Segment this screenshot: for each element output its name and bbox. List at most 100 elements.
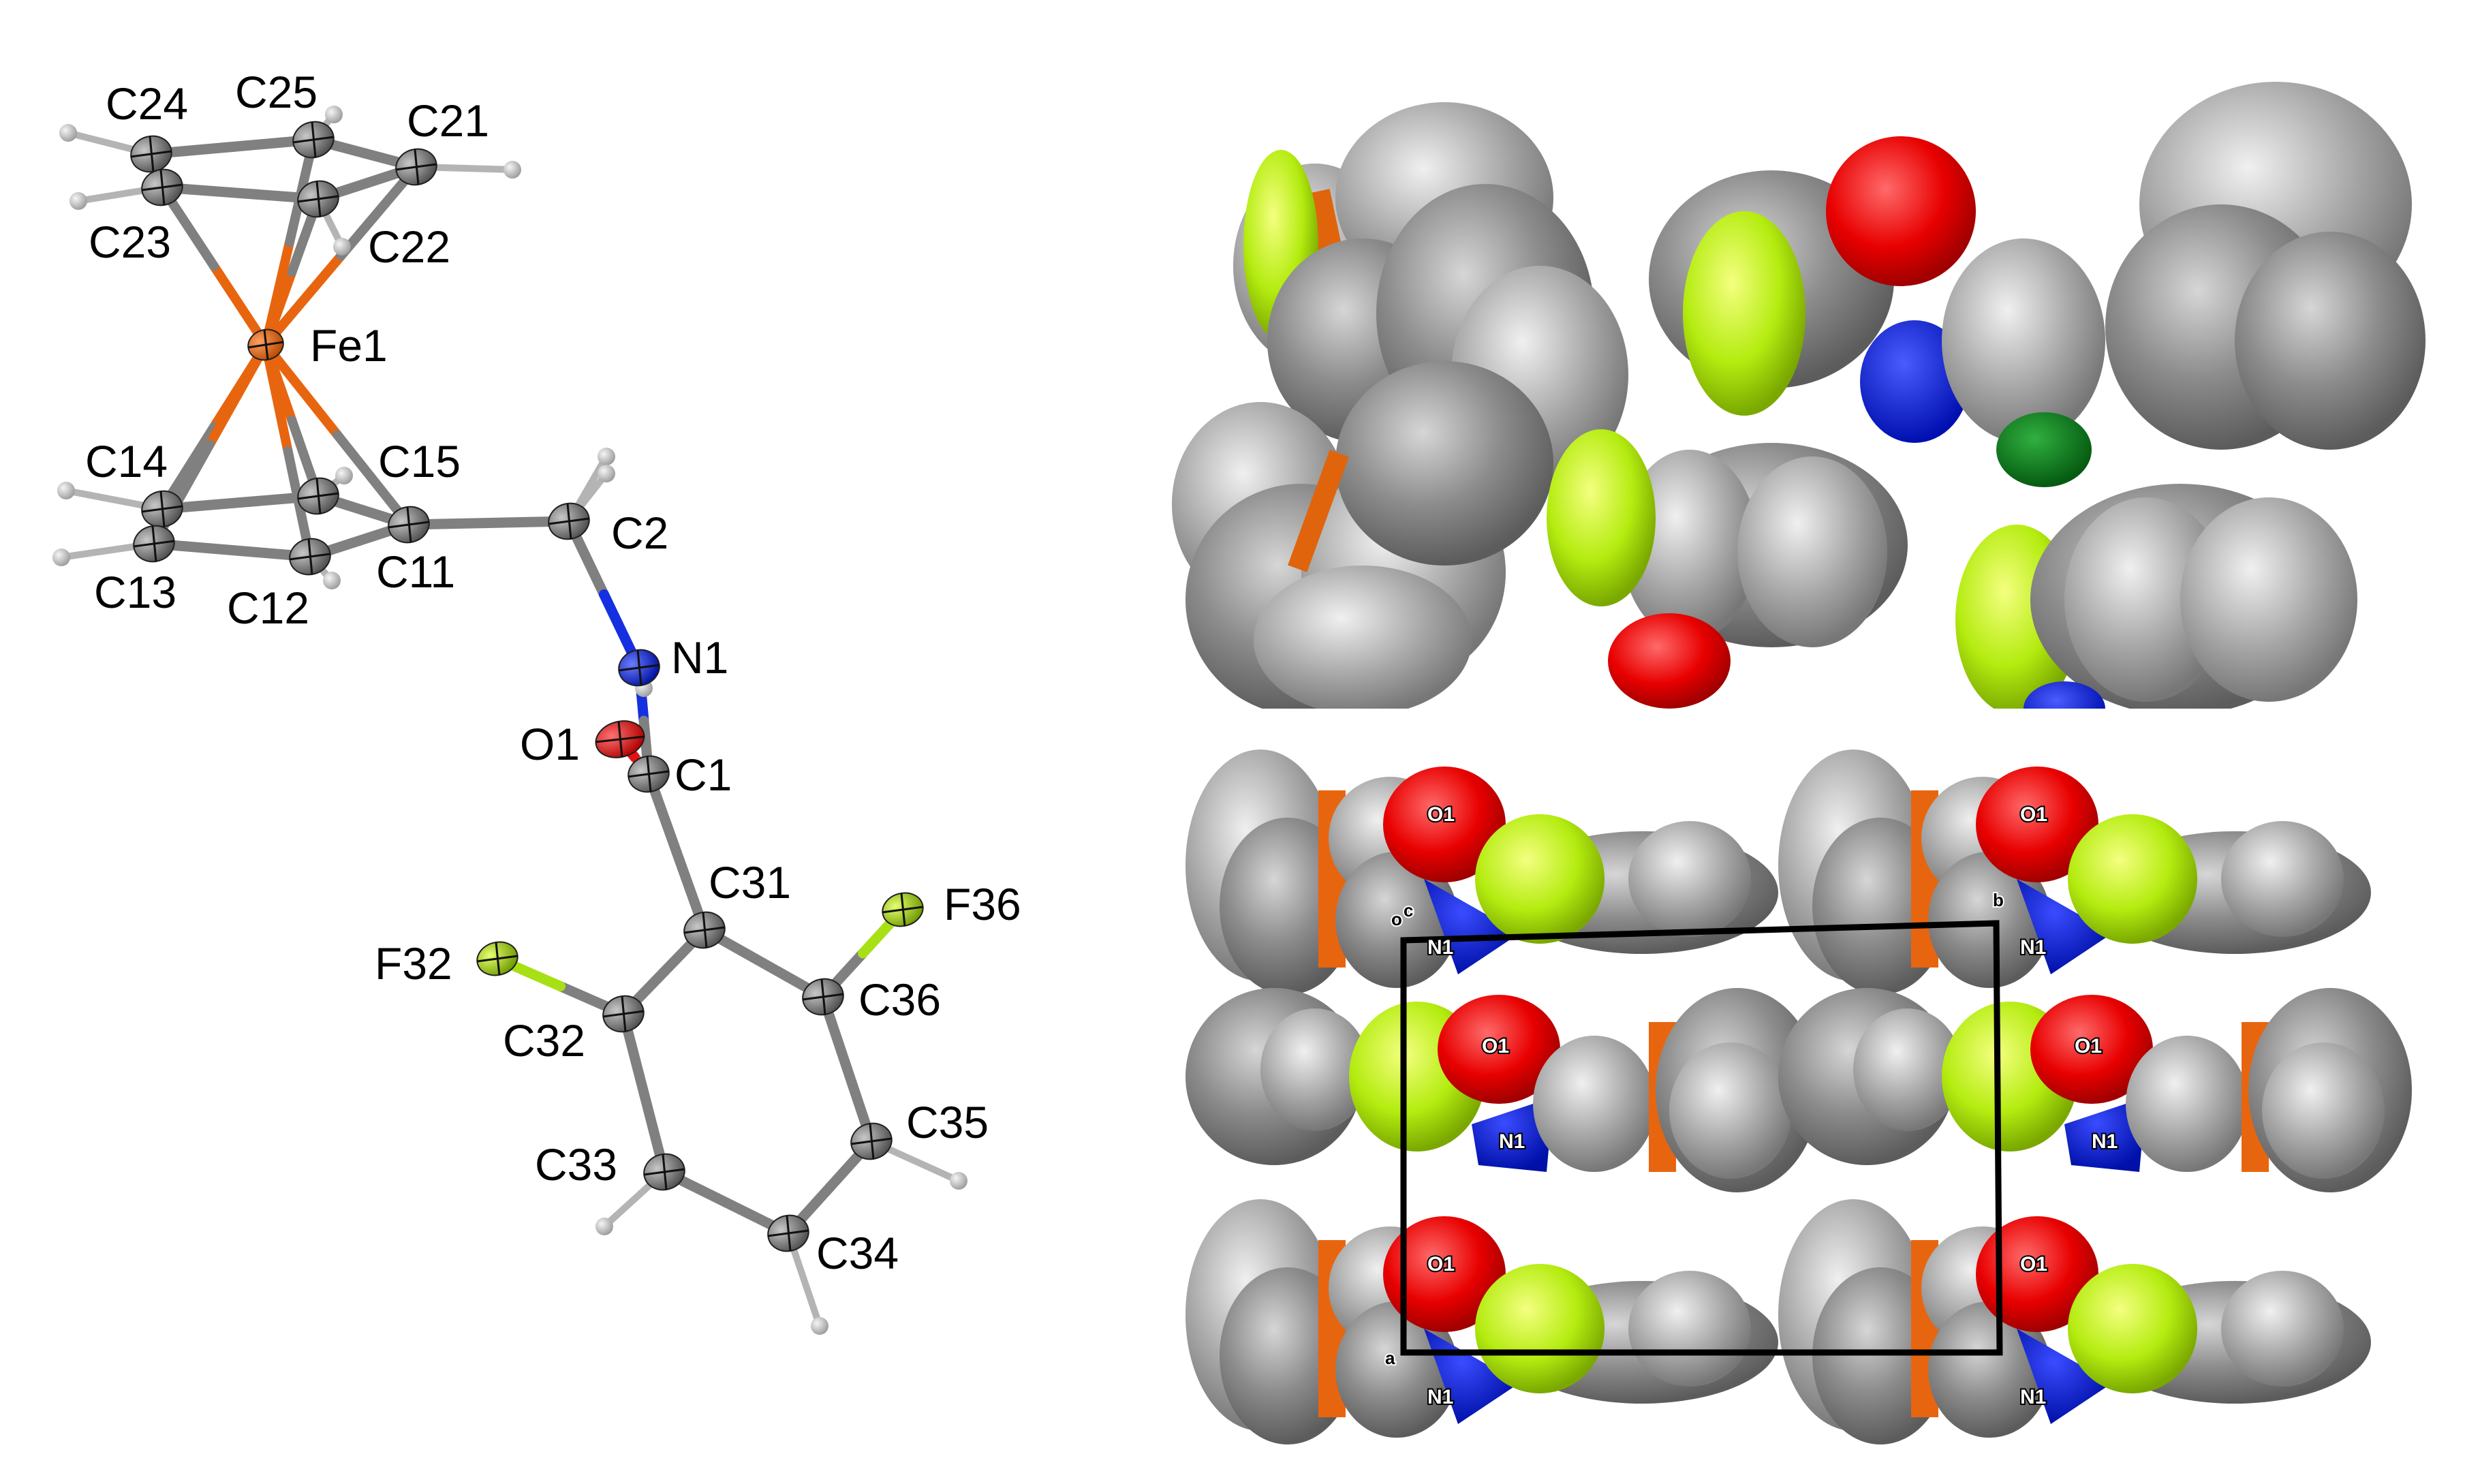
atom-label-C22: C22	[368, 221, 450, 272]
fe-bond	[332, 430, 414, 529]
atom-C1	[627, 755, 670, 793]
heavy-atoms	[130, 121, 924, 1252]
packing-molecule	[1185, 749, 1778, 995]
atom-C15	[297, 477, 339, 515]
covalent-bonds	[146, 134, 908, 1239]
atom-C13	[133, 525, 175, 563]
atom-C34	[767, 1214, 809, 1252]
hydrogen-atom	[811, 1317, 828, 1335]
sphere-label-O1: O1	[1482, 1035, 1509, 1057]
atom-label-C31: C31	[709, 857, 791, 908]
atom-label-Fe1: Fe1	[310, 320, 388, 371]
fe-bond	[261, 237, 294, 350]
hydrogen-bonds	[58, 111, 962, 1329]
hydrogen-atom	[57, 482, 75, 499]
atom-label-C11: C11	[376, 546, 455, 597]
atom-label-C25: C25	[235, 67, 317, 117]
atom-label-N1: N1	[671, 632, 728, 683]
atom-C36	[802, 978, 844, 1016]
atom-label-C35: C35	[906, 1097, 989, 1147]
hydrogen-atom	[335, 467, 353, 484]
molecule-rows	[1185, 749, 2412, 1444]
hydrogen-atom	[323, 572, 341, 589]
atom-label-C34: C34	[816, 1228, 899, 1278]
atom-label-C12: C12	[227, 583, 309, 633]
amide-aryl-stack	[1547, 136, 2105, 709]
atom-Fe1	[247, 328, 284, 361]
atom-label-C1: C1	[675, 749, 732, 800]
fe-bond	[205, 340, 270, 449]
atom-N1	[618, 649, 660, 687]
sphere-label-O1: O1	[2020, 1253, 2047, 1276]
packing-molecule	[1778, 749, 2371, 995]
atom-label-F36: F36	[944, 879, 1021, 929]
fe-bond	[261, 340, 342, 439]
atom-C21	[395, 148, 437, 186]
hydrogen-atom	[950, 1172, 967, 1190]
atom-C14	[141, 490, 183, 528]
sphere-label-O1: O1	[1427, 1253, 1455, 1276]
sphere-label-N1: N1	[1499, 1130, 1525, 1153]
atom-label-C21: C21	[407, 95, 489, 146]
atom-C23	[141, 168, 183, 206]
atom-C25	[292, 121, 335, 159]
space-filling-dimer-panel	[1158, 55, 2480, 709]
packing-molecule	[1778, 988, 2412, 1192]
hydrogen-atom	[595, 1218, 613, 1235]
atom-C33	[643, 1153, 685, 1191]
hydrogen-atom	[333, 238, 351, 256]
hydrogen-atom	[325, 106, 343, 123]
hydrogen-atom	[52, 548, 70, 566]
cell-axis-a-label: a	[1385, 1348, 1395, 1368]
cell-axis-c-label: c	[1404, 900, 1413, 921]
space-filling-dimer	[1172, 82, 2425, 709]
packing-molecule	[1778, 1199, 2371, 1444]
atom-C22	[297, 180, 339, 218]
atom-label-C36: C36	[858, 974, 941, 1025]
sphere-label-O1: O1	[2020, 803, 2047, 826]
atom-label-C23: C23	[89, 217, 171, 267]
atom-C35	[850, 1122, 893, 1160]
atom-F36	[882, 892, 924, 927]
atom-label-O1: O1	[520, 719, 580, 769]
atom-C11	[388, 506, 430, 544]
atom-label-C13: C13	[94, 567, 176, 617]
atom-C31	[683, 911, 726, 949]
hydrogen-atom	[598, 448, 615, 465]
atom-label-C33: C33	[535, 1139, 617, 1190]
cell-origin-label: o	[1391, 909, 1402, 929]
hydrogen-atom	[59, 124, 77, 142]
atom-label-C2: C2	[611, 508, 668, 558]
hydrogen-atom	[69, 192, 87, 210]
atom-label-C24: C24	[106, 78, 188, 129]
sphere-label-O1: O1	[1427, 803, 1455, 826]
atom-C2	[548, 502, 590, 540]
ferrocene-cluster-right	[1955, 82, 2425, 709]
cell-axis-b-label: b	[1993, 890, 2004, 910]
hydrogen-atoms	[52, 106, 967, 1335]
sphere-label-N1: N1	[1427, 936, 1453, 959]
atom-C12	[289, 538, 331, 576]
sphere-label-N1: N1	[1427, 1386, 1453, 1408]
sphere-label-N1: N1	[2020, 1386, 2046, 1408]
atom-label-C32: C32	[503, 1015, 585, 1066]
packing-molecule	[1185, 988, 1819, 1192]
sphere-label-O1: O1	[2075, 1035, 2102, 1057]
sphere-label-N1: N1	[2020, 936, 2046, 959]
packing-molecule	[1185, 1199, 1778, 1444]
unit-cell-axis-labels: o c b a	[1384, 888, 2005, 1370]
hydrogen-atom	[598, 465, 615, 482]
atom-label-F32: F32	[375, 938, 452, 989]
hydrogen-atom	[503, 161, 521, 179]
fe-bond	[261, 251, 346, 350]
sphere-label-N1: N1	[2092, 1130, 2118, 1153]
ferrocene-cluster-left	[1172, 102, 1628, 709]
atom-C32	[602, 995, 645, 1033]
atom-label-C15: C15	[378, 436, 461, 486]
